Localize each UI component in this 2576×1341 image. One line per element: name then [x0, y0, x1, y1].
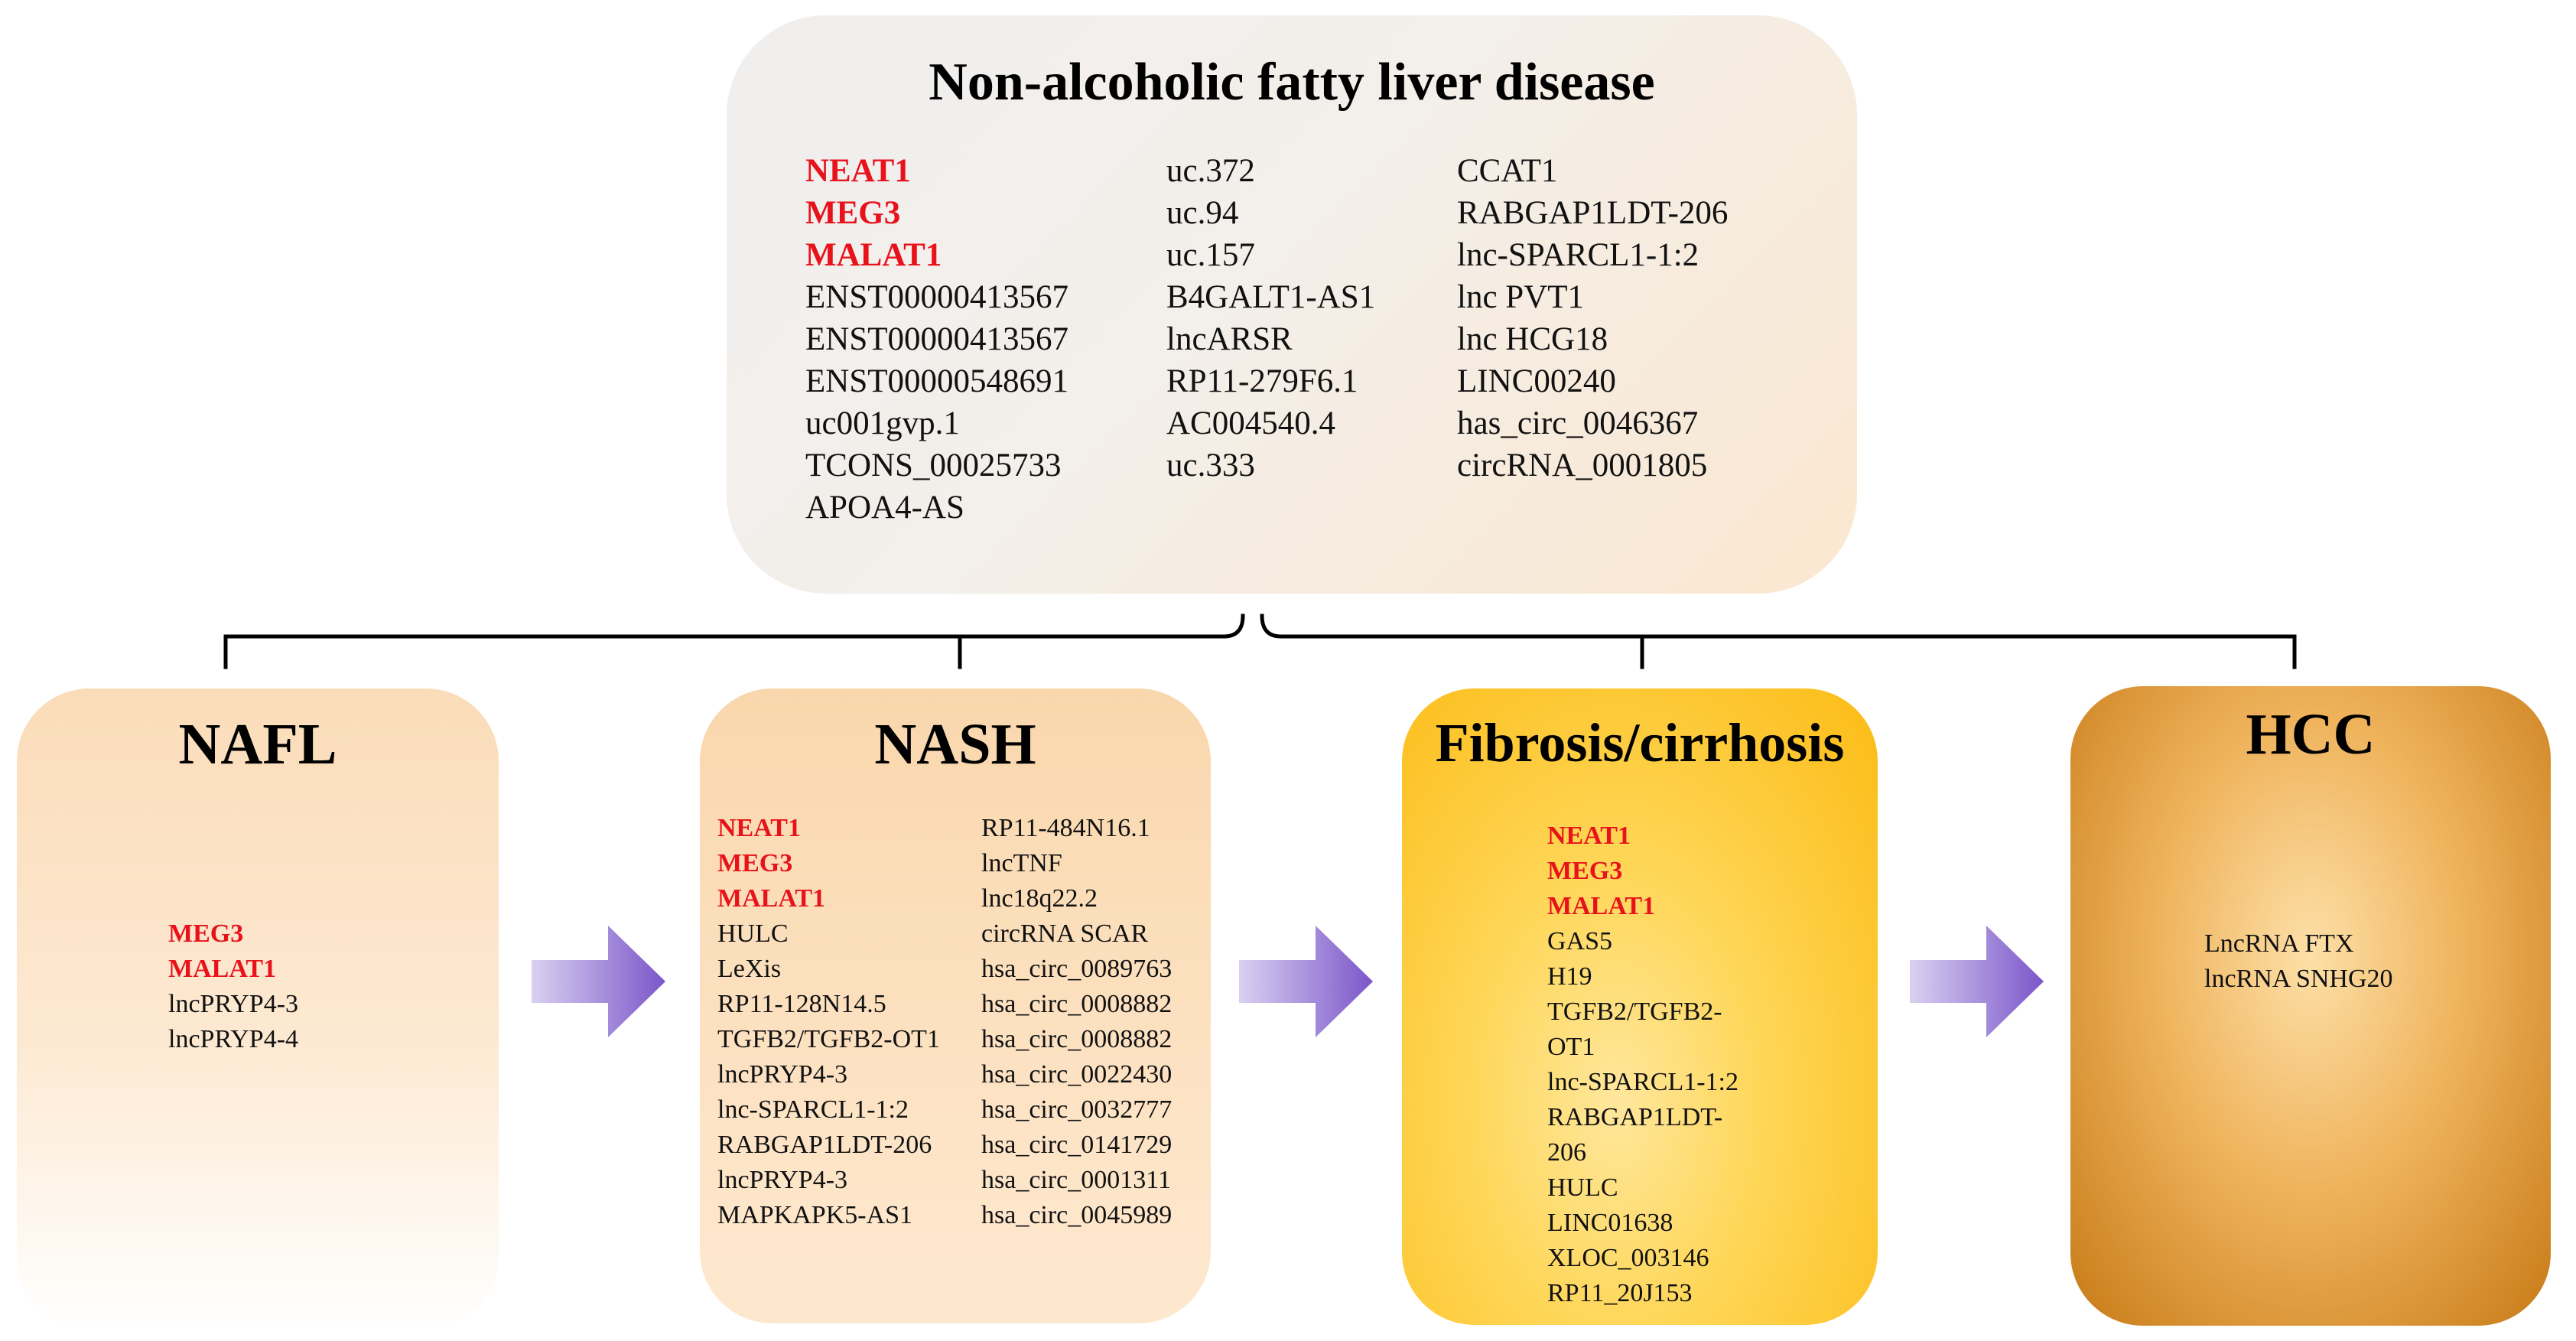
- nash-rna-item: lnc-SPARCL1-1:2: [717, 1095, 909, 1124]
- nash-rna-item: RP11-484N16.1: [981, 814, 1150, 842]
- nafld-rna-item: ENST00000413567: [805, 321, 1068, 357]
- arrow-icon-nash-to-fibrosis: [1239, 926, 1373, 1037]
- fibrosis-rna-item: RABGAP1LDT-: [1547, 1103, 1723, 1131]
- nafld-rna-item: NEAT1: [805, 153, 911, 189]
- nash-rna-item: LeXis: [717, 955, 782, 983]
- fibrosis-rna-item: MEG3: [1547, 857, 1623, 885]
- arrow-icon-fibrosis-to-hcc: [1910, 926, 2044, 1037]
- nash-rna-item: hsa_circ_0001311: [981, 1166, 1172, 1194]
- fibrosis-title: Fibrosis/cirrhosis: [1435, 712, 1845, 773]
- nash-title: NASH: [874, 712, 1036, 776]
- fibrosis-rna-item: RP11_20J153: [1547, 1279, 1693, 1307]
- hcc-box: HCC LncRNA FTX lncRNA SNHG20: [2070, 686, 2551, 1326]
- nafld-rna-item: lnc PVT1: [1457, 279, 1585, 315]
- nash-rna-item: hsa_circ_0089763: [981, 955, 1173, 983]
- nash-rna-item: circRNA SCAR: [981, 919, 1149, 948]
- nafld-rna-item: ENST00000548691: [805, 363, 1068, 399]
- hcc-rna-item: lncRNA SNHG20: [2204, 965, 2393, 993]
- nafld-rna-item: uc.372: [1166, 153, 1255, 189]
- nafl-rna-item: MEG3: [168, 919, 244, 948]
- nafl-title: NAFL: [178, 712, 337, 776]
- nafld-rna-item: TCONS_00025733: [805, 448, 1062, 483]
- nafld-rna-item: lnc-SPARCL1-1:2: [1457, 237, 1699, 273]
- nash-rna-item: lncPRYP4-3: [717, 1060, 848, 1089]
- fibrosis-rna-item: LINC01638: [1547, 1209, 1673, 1237]
- fibrosis-rna-item: 206: [1547, 1138, 1586, 1167]
- nafld-rna-item: ENST00000413567: [805, 279, 1068, 315]
- fibrosis-rna-item: NEAT1: [1547, 822, 1631, 850]
- nafld-rna-item: lncARSR: [1166, 321, 1293, 357]
- fibrosis-rna-item: H19: [1547, 962, 1592, 991]
- nash-rna-item: hsa_circ_0008882: [981, 990, 1173, 1018]
- fibrosis-rna-item: GAS5: [1547, 927, 1613, 955]
- nafld-rna-item: circRNA_0001805: [1457, 448, 1708, 483]
- nash-rna-item: lncPRYP4-3: [717, 1166, 848, 1194]
- nafld-rna-item: uc.333: [1166, 448, 1255, 483]
- nafld-rna-item: uc001gvp.1: [805, 405, 960, 441]
- nafld-rna-item: RABGAP1LDT-206: [1457, 195, 1729, 231]
- nafld-rna-item: uc.157: [1166, 237, 1255, 273]
- nafld-rna-item: CCAT1: [1457, 153, 1558, 189]
- nash-rna-item: lncTNF: [981, 849, 1062, 877]
- nafld-rna-item: B4GALT1-AS1: [1166, 279, 1376, 315]
- fibrosis-rna-item: XLOC_003146: [1547, 1244, 1709, 1272]
- nash-column-2: RP11-484N16.1 lncTNF lnc18q22.2 circRNA SCA…: [981, 811, 1172, 1233]
- nafld-rna-item: MALAT1: [805, 237, 942, 273]
- hcc-list: LncRNA FTX lncRNA SNHG20: [2204, 926, 2393, 997]
- fibrosis-rna-item: HULC: [1547, 1173, 1618, 1202]
- arrow-icon-nafl-to-nash: [532, 926, 665, 1037]
- nash-rna-item: MEG3: [717, 849, 793, 877]
- nash-rna-item: hsa_circ_0022430: [981, 1060, 1173, 1089]
- nash-rna-item: TGFB2/TGFB2-OT1: [717, 1025, 940, 1053]
- nafld-rna-item: uc.94: [1166, 195, 1239, 231]
- branch-connector: [223, 614, 2297, 669]
- nafld-rna-item: AC004540.4: [1166, 405, 1335, 441]
- nash-rna-item: NEAT1: [717, 814, 801, 842]
- nafld-rna-item: APOA4-AS: [805, 490, 964, 526]
- nafl-rna-item: lncPRYP4-4: [168, 1025, 299, 1053]
- nash-rna-item: MAPKAPK5-AS1: [717, 1201, 913, 1229]
- fibrosis-rna-item: OT1: [1547, 1033, 1595, 1061]
- connector-brace-left: [1221, 614, 1245, 639]
- hcc-rna-item: LncRNA FTX: [2204, 929, 2354, 958]
- nash-rna-item: RP11-128N14.5: [717, 990, 886, 1018]
- nafld-title: Non-alcoholic fatty liver disease: [929, 53, 1655, 112]
- nafl-rna-item: MALAT1: [168, 955, 277, 983]
- fibrosis-rna-item: lnc-SPARCL1-1:2: [1547, 1068, 1739, 1096]
- hcc-title: HCC: [2246, 702, 2376, 767]
- nafld-rna-item: has_circ_0046367: [1457, 405, 1699, 441]
- nash-rna-item: hsa_circ_0045989: [981, 1201, 1173, 1229]
- nafl-rna-item: lncPRYP4-3: [168, 990, 299, 1018]
- nash-rna-item: hsa_circ_0141729: [981, 1131, 1173, 1159]
- nafld-rna-item: RP11-279F6.1: [1166, 363, 1358, 399]
- nash-rna-item: HULC: [717, 919, 789, 948]
- nafld-rna-item: LINC00240: [1457, 363, 1616, 399]
- fibrosis-rna-item: MALAT1: [1547, 892, 1656, 920]
- nafld-rna-item: lnc HCG18: [1457, 321, 1608, 357]
- nash-rna-item: MALAT1: [717, 884, 826, 913]
- connector-brace-right: [1260, 614, 1283, 639]
- nash-rna-item: lnc18q22.2: [981, 884, 1098, 913]
- nash-rna-item: hsa_circ_0032777: [981, 1095, 1173, 1124]
- nash-rna-item: hsa_circ_0008882: [981, 1025, 1173, 1053]
- fibrosis-rna-item: TGFB2/TGFB2-: [1547, 998, 1722, 1026]
- nash-rna-item: RABGAP1LDT-206: [717, 1131, 932, 1159]
- nafld-rna-item: MEG3: [805, 195, 901, 231]
